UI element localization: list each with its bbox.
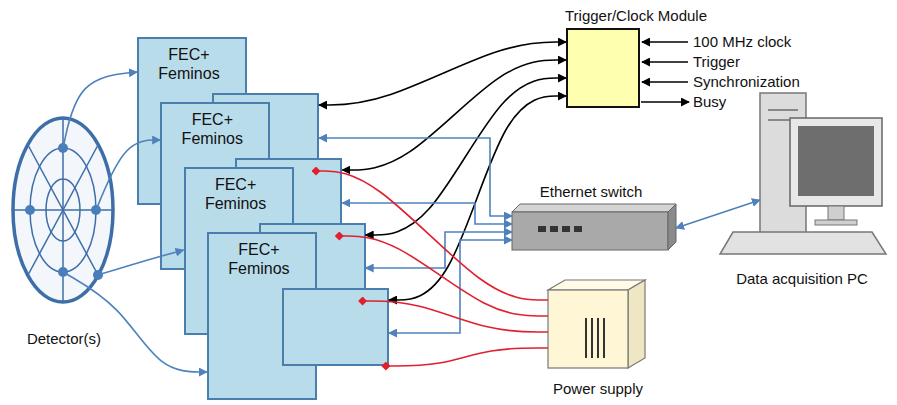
signal-arrow	[641, 101, 689, 103]
pc-stand	[815, 220, 857, 225]
switch-side	[668, 204, 676, 250]
switch-top	[512, 204, 676, 212]
detector-outline	[13, 118, 113, 302]
device-label: Data acquisition PC	[712, 270, 892, 288]
pc-keyboard	[720, 232, 886, 254]
connector	[389, 96, 566, 300]
pc-monitor	[790, 118, 882, 206]
connector	[389, 240, 512, 333]
signal-name: Trigger	[693, 53, 740, 71]
connector	[63, 72, 137, 148]
signal-name: 100 MHz clock	[693, 33, 791, 51]
psu-vent	[597, 318, 599, 358]
signal-name: Synchronization	[693, 73, 800, 91]
psu-vent	[585, 318, 587, 358]
switch-port	[562, 226, 570, 232]
signal-arrow	[642, 41, 688, 43]
detector: Detector(s)	[8, 115, 120, 350]
module-label: Trigger/Clock Module	[565, 7, 707, 25]
psu-side	[628, 280, 645, 368]
fec-board: FEC+ Feminos	[207, 232, 317, 400]
detector-spoke	[28, 145, 98, 275]
switch-port	[538, 226, 546, 232]
board-label: FEC+ Feminos	[198, 175, 274, 213]
signal-name: Busy	[693, 93, 726, 111]
pc-drive-slot	[768, 109, 798, 111]
psu-vent	[591, 318, 593, 358]
trigger-module: Trigger/Clock Module	[566, 28, 640, 108]
detector-pad	[58, 267, 68, 277]
detector-pad	[25, 205, 35, 215]
signal-arrow	[642, 61, 688, 63]
connector	[342, 60, 566, 170]
daq-pc: Data acquisition PC	[712, 90, 892, 290]
detector-pad	[93, 270, 103, 280]
detector-spoke	[28, 145, 98, 275]
psu-front	[548, 290, 628, 368]
switch-front	[512, 212, 668, 250]
power-supply: Power supply	[528, 282, 668, 400]
device-label: Ethernet switch	[505, 182, 677, 201]
board-label: FEC+ Feminos	[221, 240, 297, 278]
detector-label: Detector(s)	[8, 330, 120, 348]
pc-screen	[798, 126, 874, 196]
connector	[676, 200, 760, 228]
connector	[319, 42, 566, 105]
connector	[366, 232, 512, 268]
ethernet-switch: Ethernet switch	[505, 182, 677, 254]
switch-port	[574, 226, 582, 232]
connector	[363, 301, 548, 332]
detector-pad	[58, 143, 68, 153]
device-label: Power supply	[528, 380, 668, 398]
connector	[366, 78, 566, 235]
psu-vent	[603, 318, 605, 358]
board-label: FEC+ Feminos	[174, 110, 250, 148]
connector	[386, 348, 548, 366]
board-label: FEC+ Feminos	[151, 45, 227, 83]
switch-port	[550, 226, 558, 232]
connector	[342, 203, 512, 224]
pc-stand	[828, 206, 844, 220]
feminos-card	[282, 288, 389, 366]
connector	[319, 138, 512, 216]
signal-arrow	[642, 81, 688, 83]
detector-pad	[91, 205, 101, 215]
